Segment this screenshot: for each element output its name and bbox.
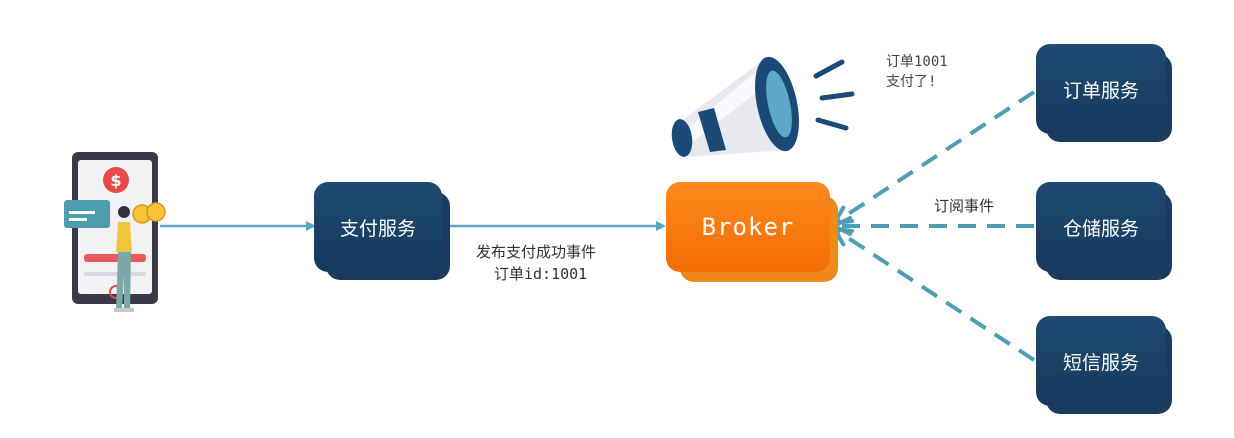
svg-text:$: $ [110,171,121,190]
subscribe-event-label: 订阅事件 [934,196,994,216]
megaphone-icon [669,53,852,158]
order-service-box: 订单服务 [1036,44,1166,134]
announcement-line-2: 支付了! [886,72,936,92]
sms-service-box: 短信服务 [1036,316,1166,406]
order-service-label: 订单服务 [1063,76,1139,103]
payment-service-label: 支付服务 [340,214,416,241]
payment-service-box: 支付服务 [314,182,442,272]
sms-service-label: 短信服务 [1063,348,1139,375]
announcement-line-1: 订单1001 [886,52,948,72]
storage-service-label: 仓储服务 [1063,214,1139,241]
broker-label: Broker [702,213,795,241]
order-id-label: 订单id:1001 [494,264,587,284]
phone-payment-illustration: $ [64,152,165,312]
publish-event-label: 发布支付成功事件 [476,242,596,262]
dashed-arrow-sms-to-broker [836,230,1034,360]
storage-service-box: 仓储服务 [1036,182,1166,272]
broker-box: Broker [666,182,830,272]
